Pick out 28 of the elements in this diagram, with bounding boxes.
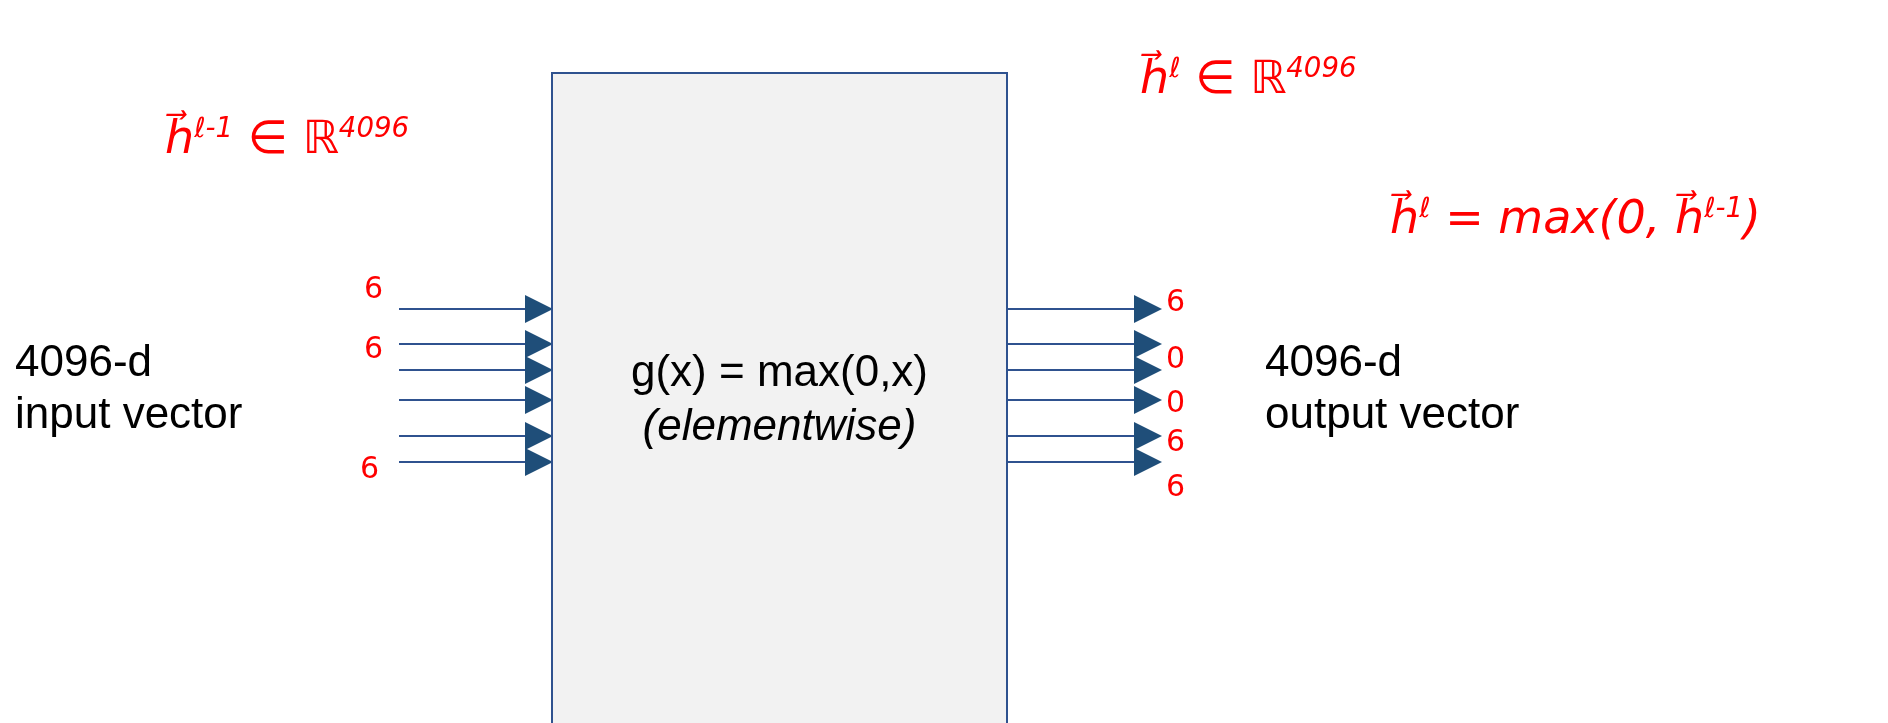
function-formula: g(x) = max(0,x) bbox=[629, 346, 929, 396]
handwritten-digit: 6 bbox=[1166, 285, 1186, 317]
handwritten-digit: 0 bbox=[1166, 386, 1186, 418]
arrow bbox=[1007, 448, 1162, 476]
arrow bbox=[398, 422, 553, 450]
arrow bbox=[398, 356, 553, 384]
handwritten-digit: 6 bbox=[364, 330, 384, 365]
process-box bbox=[551, 72, 1008, 723]
handwritten-annotation: h⃗$^{ℓ}$ ∈ ℝ$^{4096}$ bbox=[1140, 50, 1357, 104]
arrow bbox=[398, 330, 553, 358]
arrow bbox=[1007, 422, 1162, 450]
arrow bbox=[1007, 356, 1162, 384]
handwritten-digit: 6 bbox=[1166, 470, 1186, 502]
handwritten-digit: 6 bbox=[360, 450, 380, 485]
handwritten-digit: 6 bbox=[1166, 425, 1186, 457]
handwritten-equation: h⃗$^{ℓ}$ = max(0, h⃗$^{ℓ-1}$) bbox=[1390, 190, 1762, 244]
arrow bbox=[1007, 295, 1162, 323]
formula-note: (elementwise) bbox=[641, 400, 918, 450]
handwritten-digit: 0 bbox=[1166, 342, 1186, 374]
vector-label: 4096-d input vector bbox=[15, 335, 244, 439]
handwritten-annotation: h⃗$^{ℓ-1}$ ∈ ℝ$^{4096}$ bbox=[165, 110, 410, 164]
handwritten-digit: 6 bbox=[364, 270, 384, 305]
arrow bbox=[1007, 330, 1162, 358]
arrow bbox=[398, 386, 553, 414]
arrow bbox=[398, 295, 553, 323]
arrow bbox=[398, 448, 553, 476]
arrow bbox=[1007, 386, 1162, 414]
vector-label: 4096-d output vector bbox=[1265, 335, 1521, 439]
